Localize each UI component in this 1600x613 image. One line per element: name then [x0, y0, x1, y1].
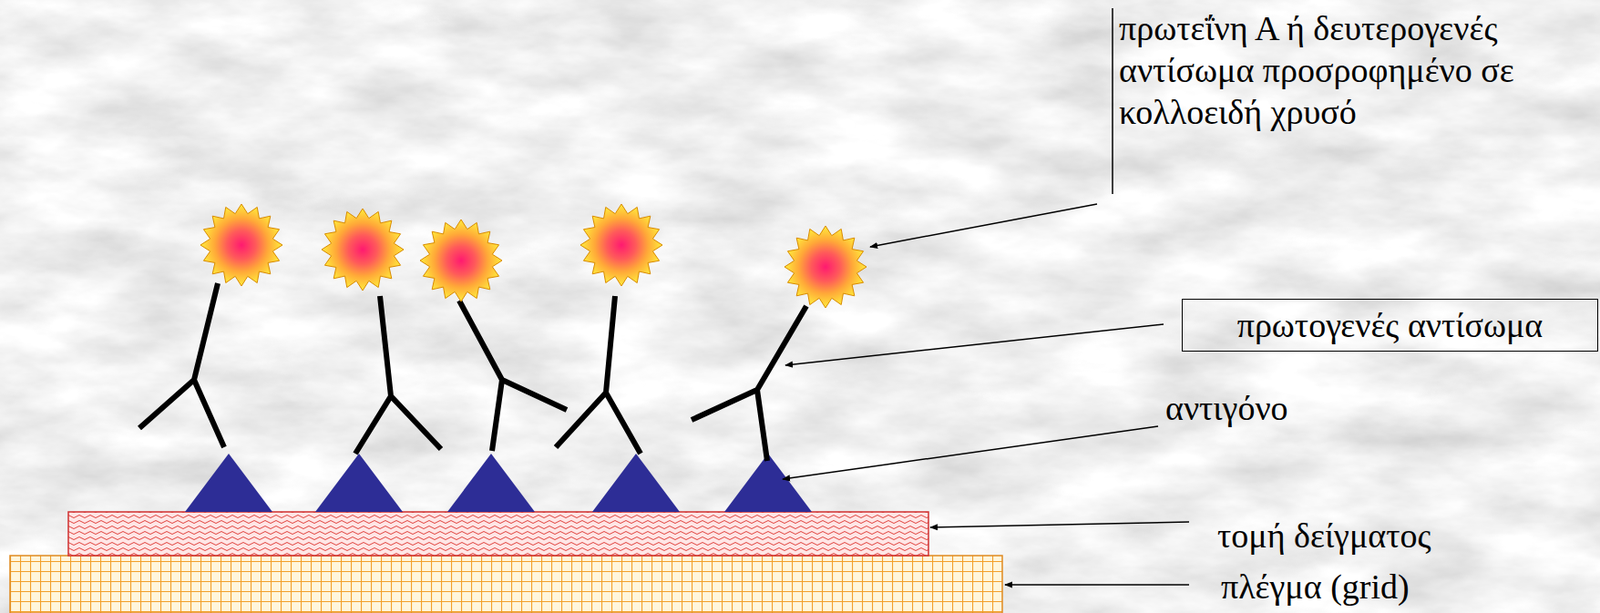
leader-arrow	[870, 204, 1098, 247]
antigen-triangle	[315, 453, 403, 513]
label-bar	[1111, 8, 1114, 195]
gold-particles	[200, 204, 867, 308]
antigen-triangle	[184, 453, 273, 513]
gold-particle	[420, 219, 503, 302]
antigen-label: αντιγόνο	[1165, 387, 1439, 430]
antibody-y	[691, 306, 807, 462]
grid-layer	[10, 555, 1003, 613]
leader-arrow	[1005, 584, 1190, 586]
gold-particle	[580, 204, 663, 287]
leader-arrow	[785, 324, 1164, 366]
gold-particle	[200, 204, 283, 287]
gold-particle	[321, 208, 404, 291]
antigen-triangle	[592, 453, 680, 513]
primary-antibody-box: πρωτογενές αντίσωμα	[1181, 298, 1599, 352]
antigen-triangle	[724, 453, 812, 513]
antibody-y	[555, 296, 641, 454]
antibody-y	[355, 296, 442, 454]
section-layer	[68, 512, 929, 556]
antibodies	[139, 283, 807, 462]
antibody-y	[139, 283, 225, 448]
antigen-triangle	[447, 453, 535, 513]
leader-arrow	[930, 522, 1190, 528]
node-text: πρωτογενές αντίσωμα	[1237, 304, 1544, 347]
grid-label: πλέγμα (grid)	[1220, 565, 1586, 608]
gold-label: πρωτεΐνη Α ή δευτερογενές αντίσωμα προσρ…	[1118, 7, 1600, 134]
gold-particle	[784, 225, 867, 308]
leader-arrow	[782, 426, 1159, 480]
section-label: τομή δείγματος	[1217, 514, 1582, 557]
antigens	[184, 453, 812, 513]
antibody-y	[459, 300, 567, 452]
